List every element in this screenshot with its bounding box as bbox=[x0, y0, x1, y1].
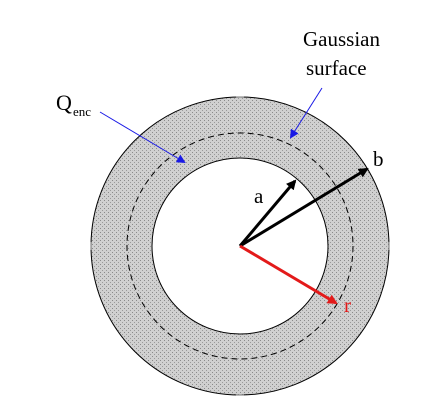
outer-circle-ticks bbox=[90, 96, 390, 396]
gaussian-surface-circle bbox=[126, 132, 354, 360]
gaussian-pointer-arrow bbox=[289, 87, 323, 139]
qenc-label: Q bbox=[56, 90, 72, 115]
radius-a-label: a bbox=[254, 184, 264, 208]
qenc-subscript: enc bbox=[73, 104, 91, 119]
radius-a-arrow bbox=[238, 179, 297, 247]
inner-boundary-circle bbox=[151, 157, 329, 335]
radius-b-label: b bbox=[373, 147, 384, 171]
radius-r-arrow bbox=[239, 244, 338, 305]
gaussian-surface-label-line2: surface bbox=[306, 56, 367, 80]
radius-b-arrow bbox=[239, 167, 369, 248]
qenc-pointer-arrow bbox=[99, 111, 186, 164]
gaussian-surface-label-line1: Gaussian bbox=[303, 27, 380, 51]
radius-r-label: r bbox=[344, 293, 351, 317]
charged-shell bbox=[91, 97, 389, 395]
